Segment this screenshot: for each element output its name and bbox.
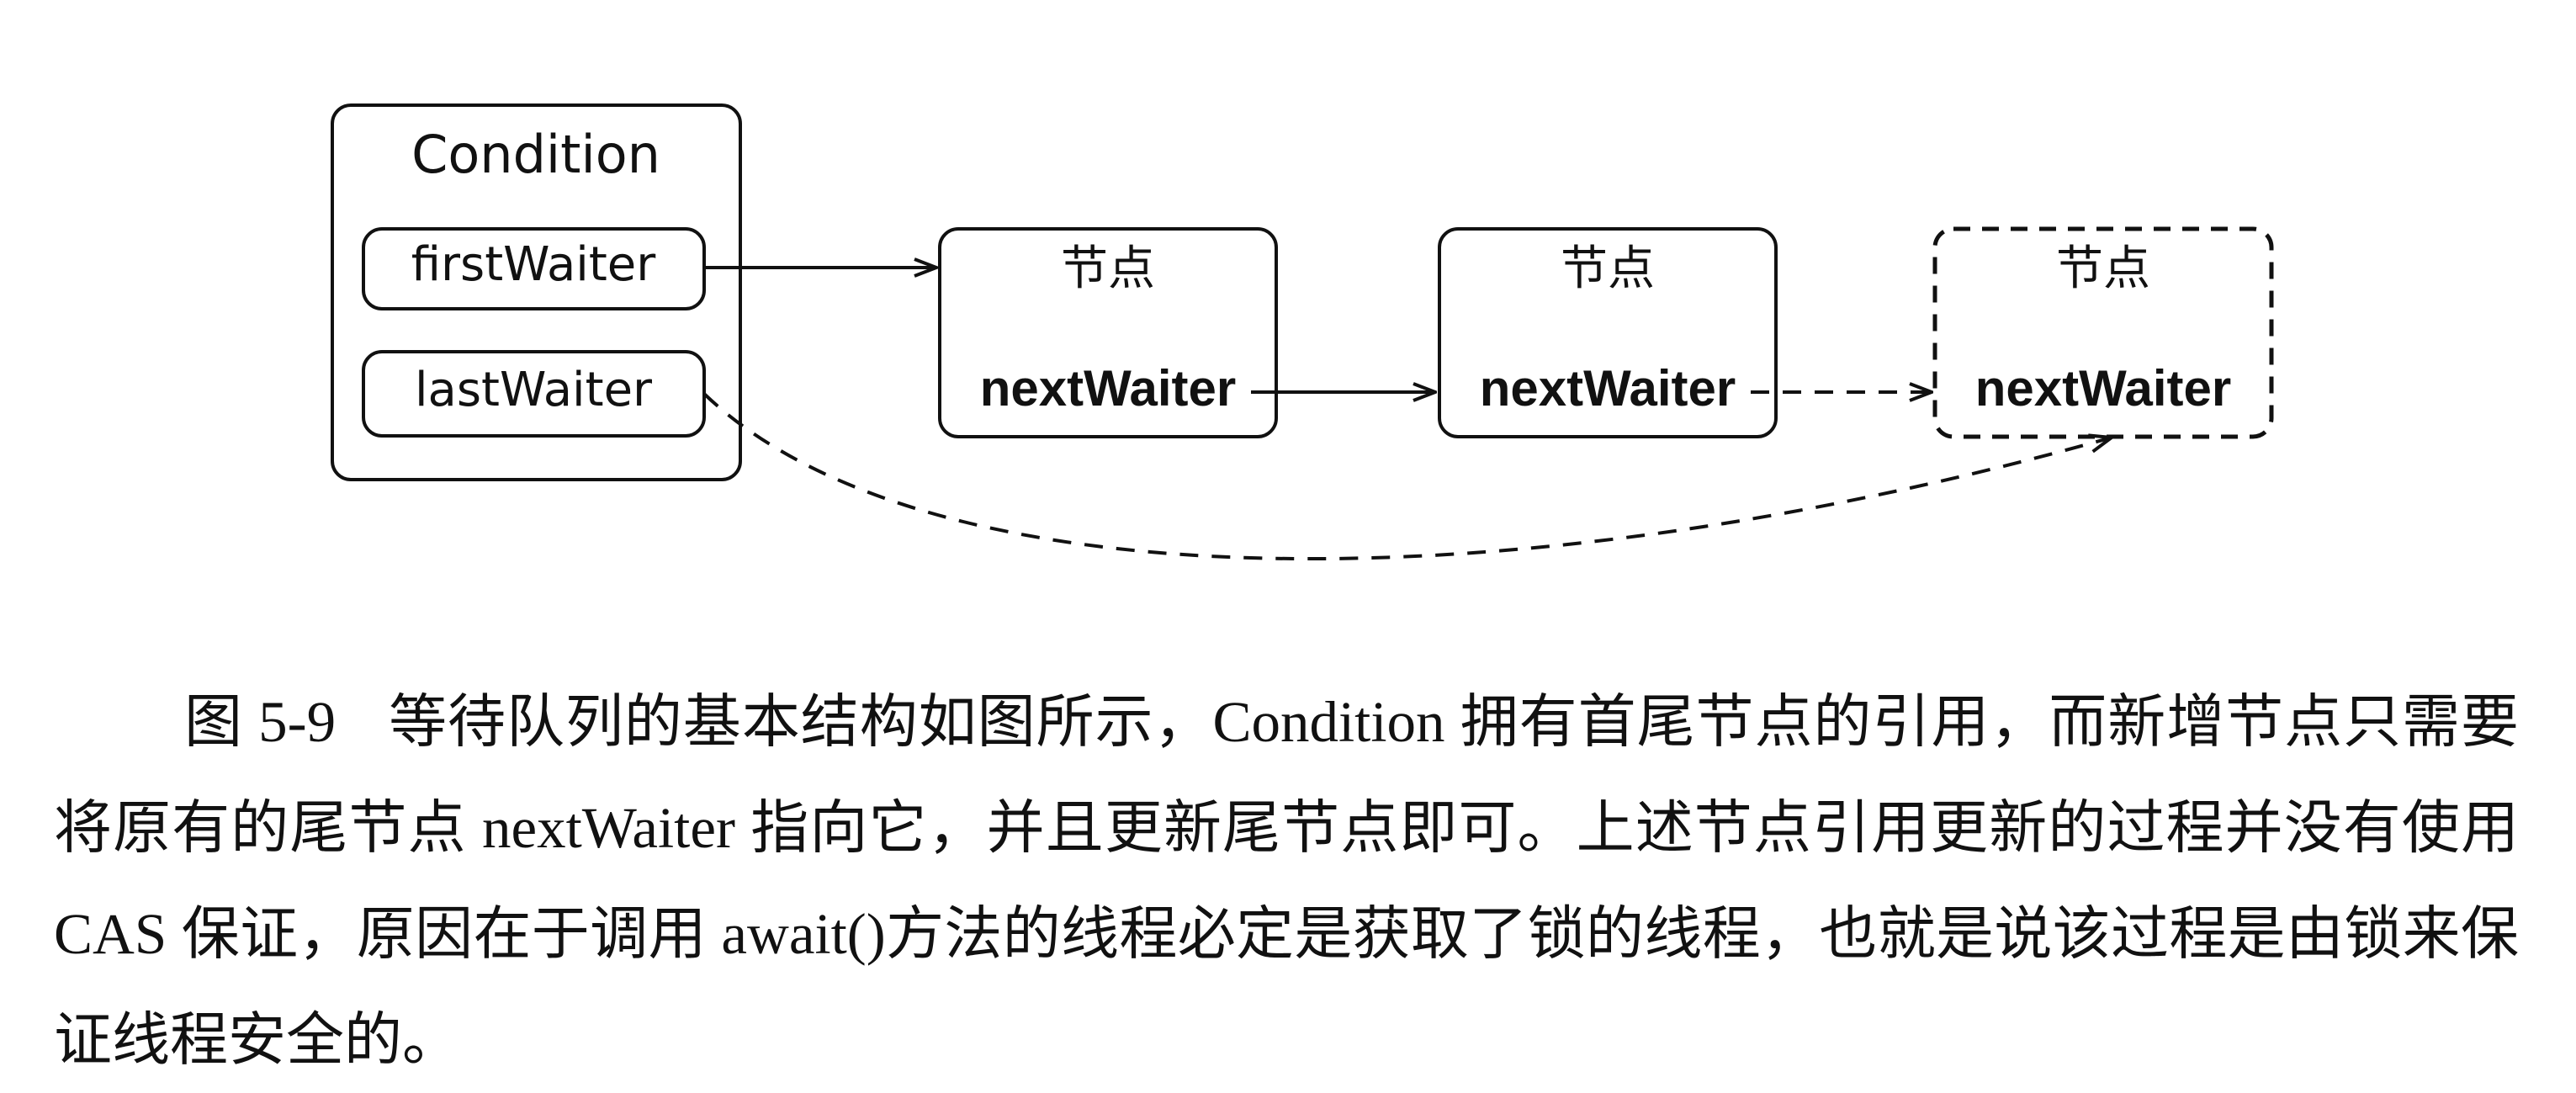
condition-box: Condition firstWaiter lastWaiter xyxy=(331,103,742,481)
caption-text: 等待队列的基本结构如图所示，Condition 拥有首尾节点的引用，而新增节点只… xyxy=(54,690,2519,1072)
last-waiter-field: lastWaiter xyxy=(362,350,706,438)
first-waiter-label: firstWaiter xyxy=(411,237,657,292)
node-2: 节点 nextWaiter xyxy=(1438,227,1778,438)
waiting-queue-diagram: Condition firstWaiter lastWaiter 节点 next… xyxy=(331,103,2274,561)
node-3-title: 节点 xyxy=(2056,241,2150,296)
figure-label: 图 5-9 xyxy=(184,690,337,754)
last-waiter-arrow xyxy=(702,392,2112,561)
node-3-next-waiter: nextWaiter xyxy=(1975,360,2232,417)
node-1-next-waiter: nextWaiter xyxy=(980,360,1237,417)
last-waiter-label: lastWaiter xyxy=(415,363,653,417)
node-3: 节点 nextWaiter xyxy=(1932,226,2274,439)
node-1: 节点 nextWaiter xyxy=(938,227,1278,438)
node-2-title: 节点 xyxy=(1561,241,1655,296)
first-waiter-field: firstWaiter xyxy=(362,227,706,310)
node-2-next-waiter: nextWaiter xyxy=(1480,360,1736,417)
condition-title: Condition xyxy=(411,124,660,185)
node-1-title: 节点 xyxy=(1061,241,1155,296)
